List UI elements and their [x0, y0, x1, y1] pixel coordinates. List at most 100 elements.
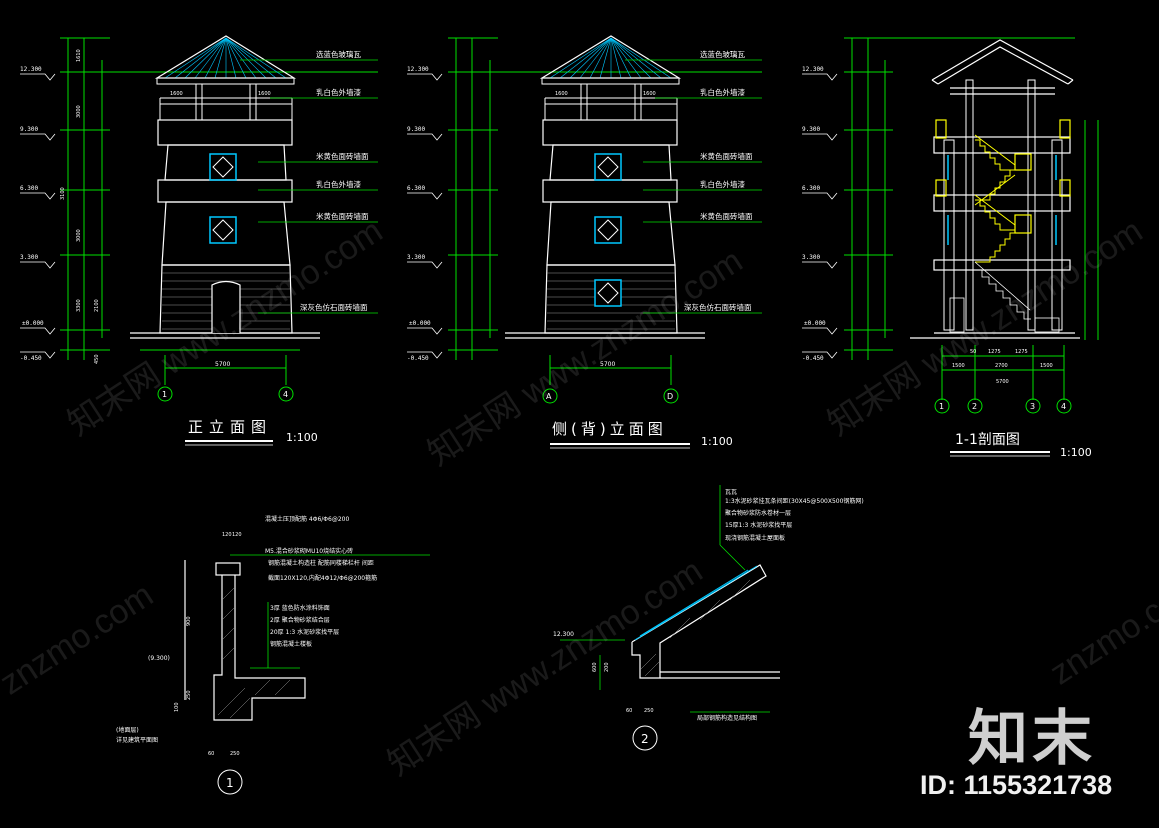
- front-axis-4: 4: [283, 390, 288, 399]
- detail-1-note-1: 混凝土压顶配筋 4Φ6/Φ6@200: [265, 515, 349, 523]
- detail-1-notes: 混凝土压顶配筋 4Φ6/Φ6@200 M5.混合砂浆砌MU10烧结实心砖 钢筋混…: [116, 515, 377, 744]
- section-slabs: [910, 136, 1080, 339]
- side-top-dim-2: 1600: [643, 91, 656, 97]
- side-note-1: 选蓝色玻璃瓦: [700, 49, 745, 59]
- detail-1-dims: 120 120 900 250 100 60 250: [174, 532, 242, 757]
- front-title: 正立面图: [188, 418, 272, 436]
- front-height-dim-1: 1610: [76, 49, 82, 62]
- front-level-2: 9.300: [20, 126, 38, 133]
- side-level-6: -0.450: [407, 355, 429, 362]
- section-level-texts: 12.300 9.300 6.300 3.300 ±0.000 -0.450: [802, 66, 826, 362]
- front-door: [211, 280, 241, 333]
- side-level-2: 9.300: [407, 126, 425, 133]
- detail-1-dim-6: 60: [208, 751, 214, 757]
- section-subdim-3: 1275: [1015, 349, 1028, 355]
- detail-1: 混凝土压顶配筋 4Φ6/Φ6@200 M5.混合砂浆砌MU10烧结实心砖 钢筋混…: [116, 515, 430, 795]
- front-elevation: 12.300 9.300 6.300 3.300 ±0.000 -0.450: [20, 35, 378, 446]
- front-height-dim-4: 3300: [76, 299, 82, 312]
- detail-2-hatch: [639, 579, 751, 677]
- front-tower-body: [130, 119, 320, 339]
- section-bottom-dims: 1500 2700 1500 50 1275 1275 5700: [952, 349, 1053, 385]
- section-level-2: 9.300: [802, 126, 820, 133]
- side-width-dim: 5700: [600, 361, 615, 368]
- front-scale: 1:100: [286, 431, 318, 444]
- detail-2-tiles: [634, 565, 758, 641]
- side-note-2: 乳白色外墙漆: [700, 87, 745, 97]
- side-level-marks: [407, 73, 443, 359]
- detail-2-notes: 瓦瓦 1:3水泥砂浆挂瓦条间距(30X45@500X500钢筋网) 聚合物砂浆防…: [553, 489, 864, 722]
- front-level-marks: [20, 73, 56, 359]
- detail-1-hatch: [217, 586, 291, 719]
- section-subdim-1: 50: [970, 349, 976, 355]
- front-top-dims: 1600 1600: [170, 91, 271, 97]
- front-height-dims: 1610 3000 3000 3300 2100 3100 450: [60, 49, 100, 364]
- detail-1-note-8: 钢筋混凝土楼板: [270, 640, 312, 648]
- detail-1-label: 1: [226, 776, 234, 790]
- side-level-3: 6.300: [407, 185, 425, 192]
- side-note-5: 米黄色面砖墙面: [700, 211, 753, 221]
- detail-1-wall: [184, 560, 306, 721]
- side-windows: [594, 153, 622, 307]
- detail-2-dim-4: 250: [644, 708, 654, 714]
- side-level-5: ±0.000: [409, 320, 431, 327]
- section-width-dim: 5700: [996, 379, 1009, 385]
- front-leaders: [240, 59, 378, 314]
- side-axis-d: D: [667, 392, 673, 401]
- section-level-5: ±0.000: [804, 320, 826, 327]
- section-axis-1: 1: [939, 402, 944, 411]
- side-roof: [539, 35, 682, 85]
- detail-1-bottom-note2: 详见建筑平面图: [116, 736, 158, 744]
- section-railings: [935, 119, 1071, 234]
- detail-2-note-2: 1:3水泥砂浆挂瓦条间距(30X45@500X500钢筋网): [725, 497, 864, 505]
- side-title: 侧(背)立面图: [552, 420, 667, 438]
- detail-2-roof-slab: [631, 564, 780, 679]
- section-subdim-2: 1275: [988, 349, 1001, 355]
- front-windows: [209, 153, 237, 244]
- front-note-6: 深灰色仿石面砖墙面: [300, 302, 368, 312]
- front-height-dim-6: 3100: [60, 187, 66, 200]
- detail-1-dim-1: 120: [222, 532, 232, 538]
- detail-1-dim-5: 100: [174, 702, 180, 712]
- section-dimension-lines: [844, 37, 1099, 400]
- front-level-4: 3.300: [20, 254, 38, 261]
- detail-2-bottom-note: 局部钢筋构造见结构图: [697, 714, 757, 722]
- detail-2-note-1: 瓦瓦: [725, 489, 737, 496]
- detail-1-dim-3: 900: [186, 616, 192, 626]
- side-notes: 选蓝色玻璃瓦 乳白色外墙漆 米黄色面砖墙面 乳白色外墙漆 米黄色面砖墙面 深灰色…: [684, 49, 753, 312]
- front-notes: 选蓝色玻璃瓦 乳白色外墙漆 米黄色面砖墙面 乳白色外墙漆 米黄色面砖墙面 深灰色…: [300, 49, 369, 312]
- section-dim-2: 2700: [995, 363, 1008, 369]
- section-dim-3: 1500: [1040, 363, 1053, 369]
- side-note-3: 米黄色面砖墙面: [700, 151, 753, 161]
- side-axis-bubbles: A D: [542, 388, 679, 404]
- section-stairs: [974, 134, 1016, 263]
- detail-2-dims: 600 200 60 250: [592, 662, 654, 714]
- front-level-6: -0.450: [20, 355, 42, 362]
- detail-2-note-5: 现浇钢筋混凝土屋面板: [725, 534, 785, 542]
- front-note-3: 米黄色面砖墙面: [316, 151, 369, 161]
- detail-2-label: 2: [641, 732, 649, 746]
- detail-2: 瓦瓦 1:3水泥砂浆挂瓦条间距(30X45@500X500钢筋网) 聚合物砂浆防…: [553, 485, 864, 751]
- side-top-dims: 1600 1600: [555, 91, 656, 97]
- section-level-1: 12.300: [802, 66, 824, 73]
- detail-2-note-4: 15厚1:3 水泥砂浆找平层: [725, 521, 792, 529]
- section-windows: [947, 155, 1057, 245]
- section-axis-4: 4: [1061, 402, 1066, 411]
- side-level-texts: 12.300 9.300 6.300 3.300 ±0.000 -0.450: [407, 66, 431, 362]
- detail-1-level: (9.300): [148, 655, 170, 662]
- front-height-dim-7: 450: [94, 354, 100, 364]
- front-roof: [154, 35, 297, 85]
- section-title: 1-1剖面图: [955, 432, 1020, 448]
- side-note-6: 深灰色仿石面砖墙面: [684, 302, 752, 312]
- detail-1-note-6: 2厚 聚合物砂浆结合层: [270, 616, 330, 624]
- front-axis-1: 1: [162, 390, 167, 399]
- detail-2-leaders: [560, 485, 770, 713]
- side-note-4: 乳白色外墙漆: [700, 179, 745, 189]
- detail-1-note-2: M5.混合砂浆砌MU10烧结实心砖: [265, 547, 353, 555]
- front-top-dim-2: 1600: [258, 91, 271, 97]
- detail-1-bottom-note: (地面层): [116, 726, 139, 734]
- section-axis-2: 2: [972, 402, 977, 411]
- front-note-4: 乳白色外墙漆: [316, 179, 361, 189]
- detail-1-dim-7: 250: [230, 751, 240, 757]
- front-level-5: ±0.000: [22, 320, 44, 327]
